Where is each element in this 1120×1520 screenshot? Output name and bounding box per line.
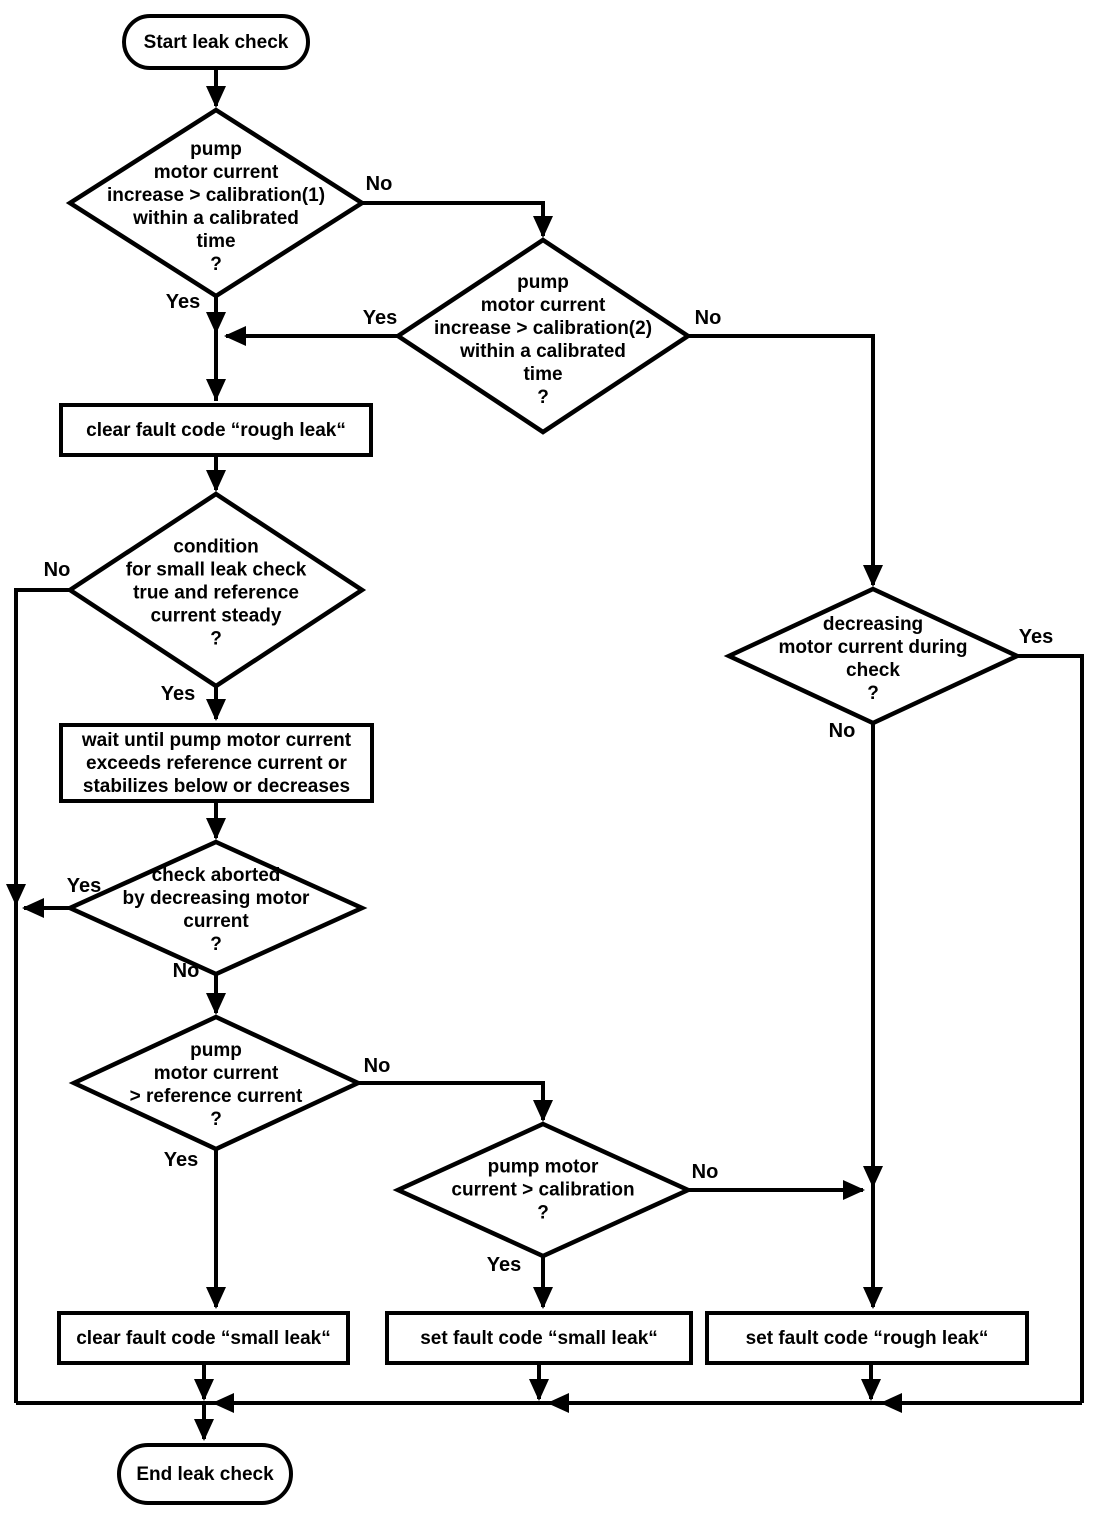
edge-label-aborted-yes: Yes xyxy=(66,875,102,897)
arrow-into-cal2 xyxy=(533,216,553,238)
decision-reference-label: pump motor current > reference current ? xyxy=(129,1040,303,1130)
arrow-into-end xyxy=(194,1419,214,1441)
process-clear-rough-leak: clear fault code “rough leak“ xyxy=(59,403,373,457)
process-set-rough-leak: set fault code “rough leak“ xyxy=(705,1311,1029,1365)
arrow-bottomrail-merge-mid xyxy=(547,1393,569,1413)
decision-decreasing-label: decreasing motor current during check ? xyxy=(778,614,968,704)
arrow-into-cal1 xyxy=(206,86,226,108)
arrow-into-wait xyxy=(206,699,226,721)
arrow-clearsmall-junction xyxy=(194,1379,214,1401)
decision-calibration-label: pump motor current > calibration ? xyxy=(451,1156,635,1224)
arrow-into-aborted xyxy=(206,818,226,840)
decision-calibration2-shape xyxy=(393,237,693,435)
edge-label-aborted-no: No xyxy=(172,960,200,982)
edge-label-cal1-no: No xyxy=(365,173,393,195)
edge-reference-no xyxy=(358,1081,545,1120)
arrow-decreasing-no-junction xyxy=(863,1166,883,1188)
arrow-leftrail-junction xyxy=(6,884,26,906)
edge-label-condition-yes: Yes xyxy=(160,683,196,705)
decision-aborted-shape xyxy=(64,839,368,977)
arrow-bottomrail-merge-left xyxy=(212,1393,234,1413)
arrow-cal1-yes-junction xyxy=(206,312,226,334)
arrow-into-calibration xyxy=(533,1100,553,1122)
arrow-rightrail-merge xyxy=(880,1393,902,1413)
arrow-into-clearsmall xyxy=(206,1287,226,1309)
arrowheads xyxy=(6,86,902,1441)
end-node: End leak check xyxy=(117,1443,293,1505)
start-node: Start leak check xyxy=(122,14,310,70)
edge-condition-no-left-rail xyxy=(14,588,70,1403)
arrow-into-decreasing xyxy=(863,565,883,587)
decision-calibration1-label: pump motor current increase > calibratio… xyxy=(106,139,326,275)
decision-calibration2-label: pump motor current increase > calibratio… xyxy=(433,272,653,408)
decision-calibration-shape xyxy=(392,1121,694,1259)
arrow-cal2-yes-merge xyxy=(224,326,246,346)
edge-label-condition-no: No xyxy=(43,559,71,581)
arrow-calibration-no-merge xyxy=(843,1180,865,1200)
edge-label-cal1-yes: Yes xyxy=(165,291,201,313)
arrow-into-clearrough xyxy=(206,379,226,401)
process-wait-current: wait until pump motor current exceeds re… xyxy=(59,723,374,803)
edge-label-calibration-yes: Yes xyxy=(486,1254,522,1276)
edge-label-reference-yes: Yes xyxy=(163,1149,199,1171)
arrow-setrough-junction xyxy=(861,1379,881,1401)
edge-label-reference-no: No xyxy=(363,1055,391,1077)
decision-decreasing-shape xyxy=(723,586,1023,726)
edge-label-decreasing-yes: Yes xyxy=(1018,626,1054,648)
decision-calibration1-shape xyxy=(65,107,367,299)
edge-decreasing-yes-right-rail xyxy=(1017,654,1084,1403)
process-clear-small-leak: clear fault code “small leak“ xyxy=(57,1311,350,1365)
arrow-aborted-yes-merge xyxy=(22,898,44,918)
edge-cal1-no xyxy=(362,201,545,236)
edge-cal2-no xyxy=(688,334,875,585)
edge-label-cal2-no: No xyxy=(694,307,722,329)
edge-label-cal2-yes: Yes xyxy=(362,307,398,329)
arrow-into-setsmall xyxy=(533,1287,553,1309)
decision-shapes xyxy=(64,107,1023,1259)
edge-label-calibration-no: No xyxy=(691,1161,719,1183)
decision-condition-shape xyxy=(65,491,367,689)
arrow-into-condition xyxy=(206,470,226,492)
process-set-small-leak: set fault code “small leak“ xyxy=(385,1311,693,1365)
arrow-into-reference xyxy=(206,993,226,1015)
decision-condition-label: condition for small leak check true and … xyxy=(125,536,307,650)
arrow-into-setrough xyxy=(863,1287,883,1309)
decision-aborted-label: check aborted by decreasing motor curren… xyxy=(122,865,310,955)
edge-label-decreasing-no: No xyxy=(828,720,856,742)
decision-reference-shape xyxy=(68,1014,364,1152)
arrow-setsmall-junction xyxy=(529,1379,549,1401)
